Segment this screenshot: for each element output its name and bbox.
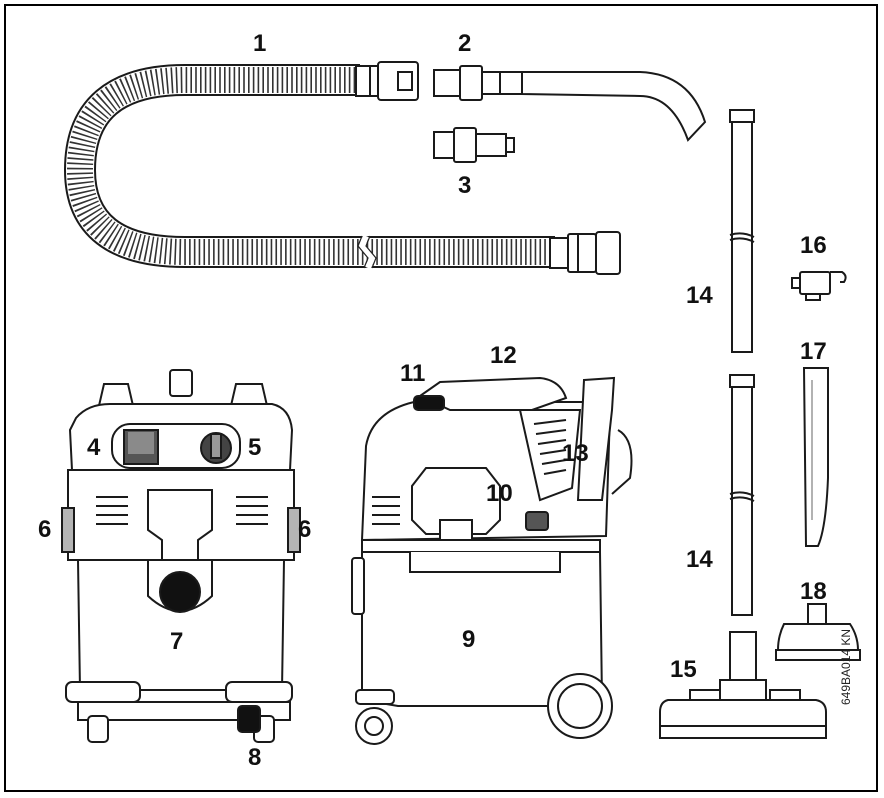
callout-4: 4 — [87, 434, 101, 461]
extension-tube-upper — [729, 109, 755, 353]
callout-7: 7 — [170, 628, 184, 655]
callout-10: 10 — [486, 480, 513, 507]
adapter — [433, 127, 515, 163]
upholstery-nozzle — [775, 603, 861, 661]
callout-6-right: 6 — [298, 516, 312, 543]
suction-hose — [63, 64, 555, 270]
crevice-nozzle — [802, 367, 829, 547]
callout-2: 2 — [458, 30, 472, 57]
vacuum-front-view — [61, 369, 301, 743]
callout-3: 3 — [458, 172, 472, 199]
figure-code: 649BA014 KN — [839, 628, 853, 705]
hose-tool-connector — [549, 231, 621, 275]
extension-tube-lower — [729, 374, 755, 616]
callout-15: 15 — [670, 656, 697, 683]
callout-9: 9 — [462, 626, 476, 653]
callout-16: 16 — [800, 232, 827, 259]
callout-8: 8 — [248, 744, 262, 771]
callout-14-upper: 14 — [686, 282, 713, 309]
callout-11: 11 — [400, 360, 426, 387]
callout-13: 13 — [562, 440, 589, 467]
vacuum-side-view — [351, 376, 633, 745]
bend-handle — [433, 65, 707, 142]
callout-12: 12 — [490, 342, 517, 369]
callout-17: 17 — [800, 338, 827, 365]
callout-18: 18 — [800, 578, 827, 605]
diagram-frame — [4, 4, 878, 792]
callout-1: 1 — [253, 30, 267, 57]
tube-clip — [791, 271, 847, 301]
callout-5: 5 — [248, 434, 262, 461]
callout-14-lower: 14 — [686, 546, 713, 573]
callout-6-left: 6 — [38, 516, 52, 543]
hose-sleeve-connector — [355, 61, 419, 101]
floor-nozzle — [659, 631, 827, 739]
